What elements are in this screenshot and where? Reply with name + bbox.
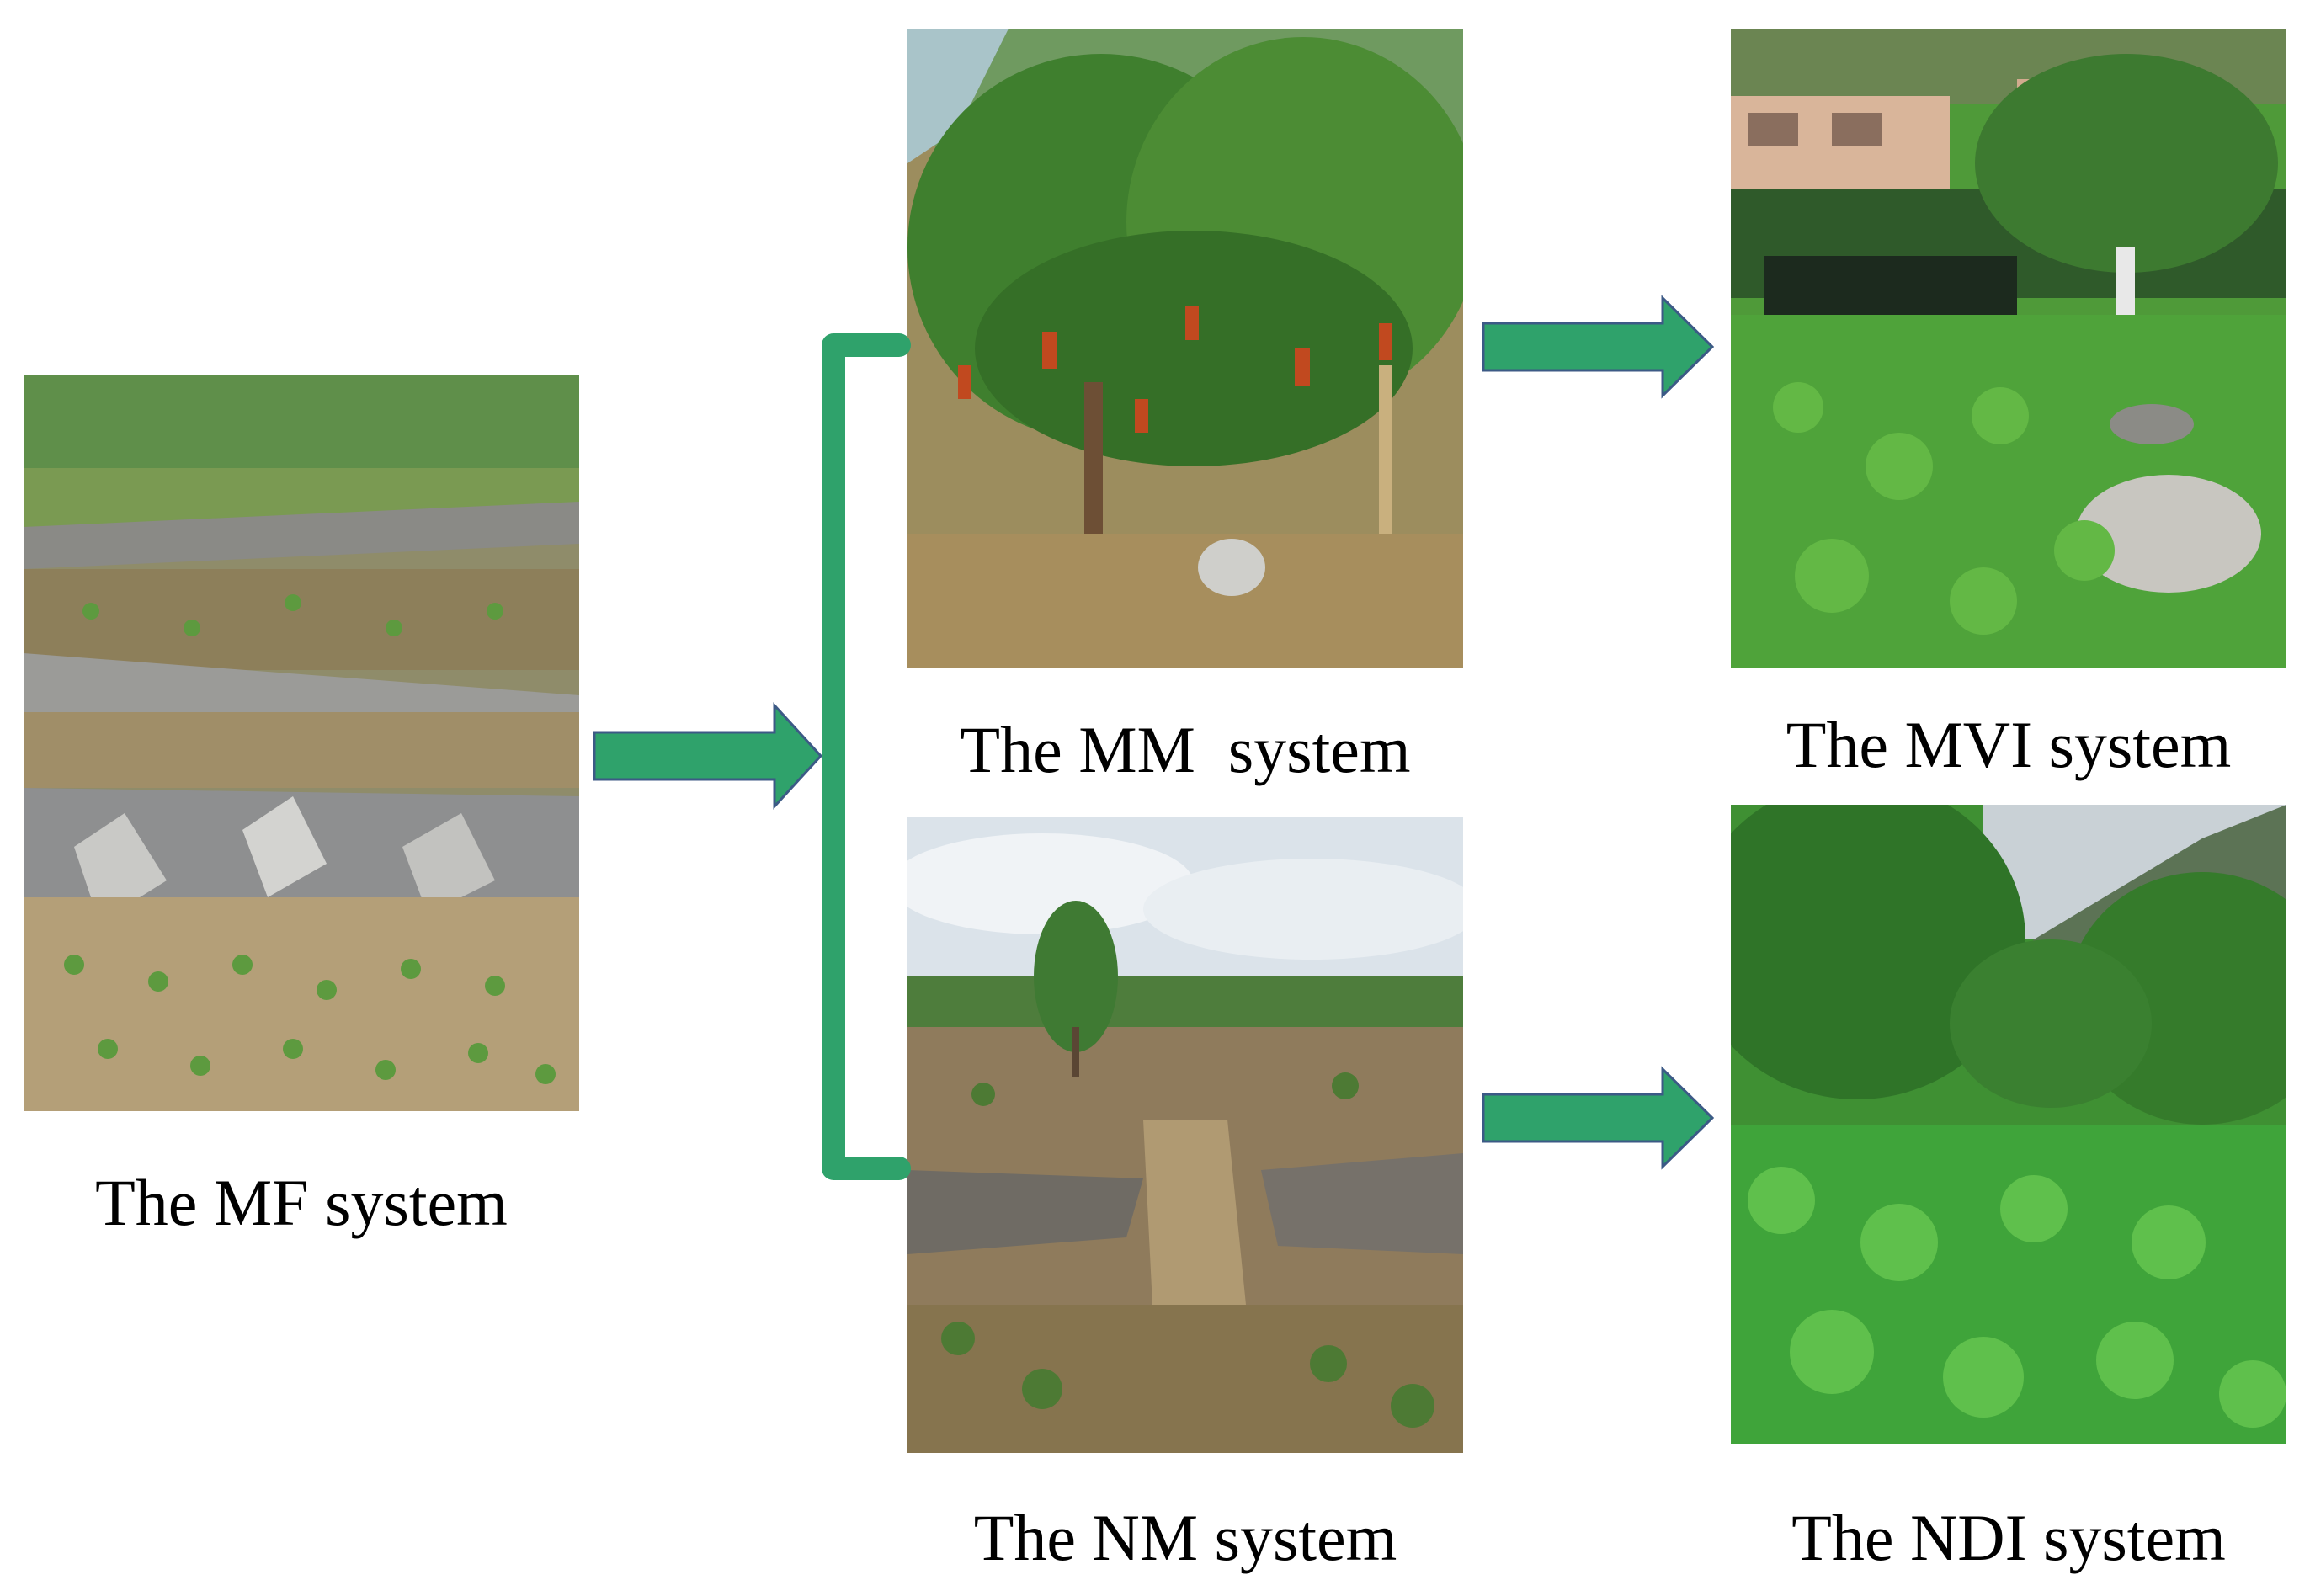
- mvi-system-photo: [1731, 29, 2286, 668]
- ndi-system-photo: [1731, 805, 2286, 1444]
- mm-system-caption: The MM system: [960, 713, 1411, 786]
- mf-system-caption: The MF system: [95, 1166, 508, 1239]
- nm-system-caption: The NM system: [973, 1501, 1397, 1574]
- bracket-connector: [822, 333, 911, 1180]
- nm-system-photo: [908, 817, 1463, 1453]
- ndi-system-caption: The NDI system: [1791, 1501, 2226, 1574]
- mvi-system-caption: The MVI system: [1786, 708, 2232, 781]
- mf-to-bracket-arrow: [593, 702, 823, 810]
- mm-to-mvi-arrow: [1482, 295, 1715, 399]
- mm-system-photo: [908, 29, 1463, 668]
- nm-to-ndi-arrow: [1482, 1066, 1715, 1170]
- mf-system-photo: [24, 375, 579, 1111]
